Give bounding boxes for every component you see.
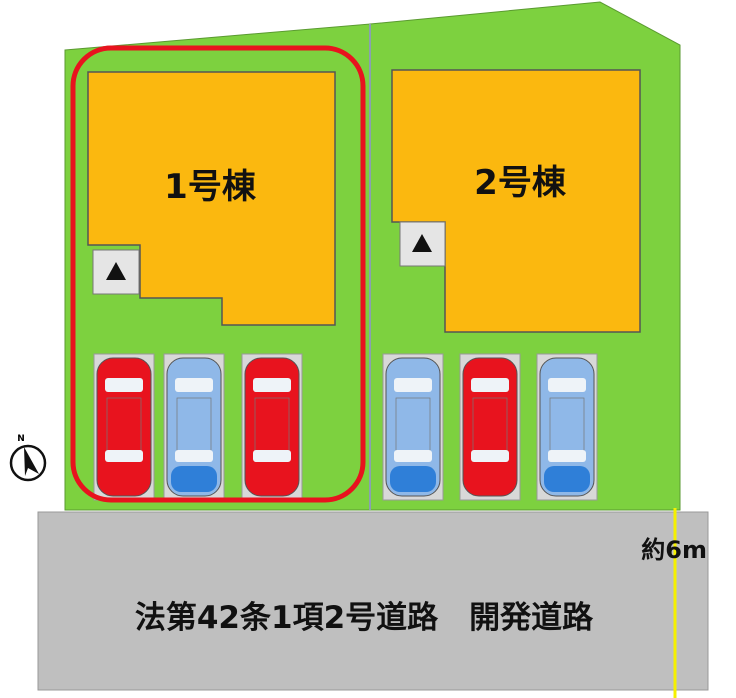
parked-car-blue [163, 353, 225, 501]
parked-car-blue [382, 353, 444, 501]
parked-car-blue [536, 353, 598, 501]
building-1-label: 1号棟 [164, 167, 257, 207]
entrance-icon [399, 221, 446, 267]
parked-car-red [93, 353, 155, 501]
parked-car-red [241, 353, 303, 501]
svg-text:N: N [17, 434, 25, 444]
parked-car-red [459, 353, 521, 501]
road-label: 法第42条1項2号道路 開発道路 [135, 600, 594, 636]
building-2-label: 2号棟 [474, 163, 567, 203]
building-1-highlight [70, 45, 366, 503]
building-1 [87, 71, 336, 326]
road [37, 511, 709, 691]
north-arrow-icon: N [9, 434, 47, 482]
road-width-label: 約6m [641, 536, 707, 564]
entrance-icon [92, 249, 140, 295]
